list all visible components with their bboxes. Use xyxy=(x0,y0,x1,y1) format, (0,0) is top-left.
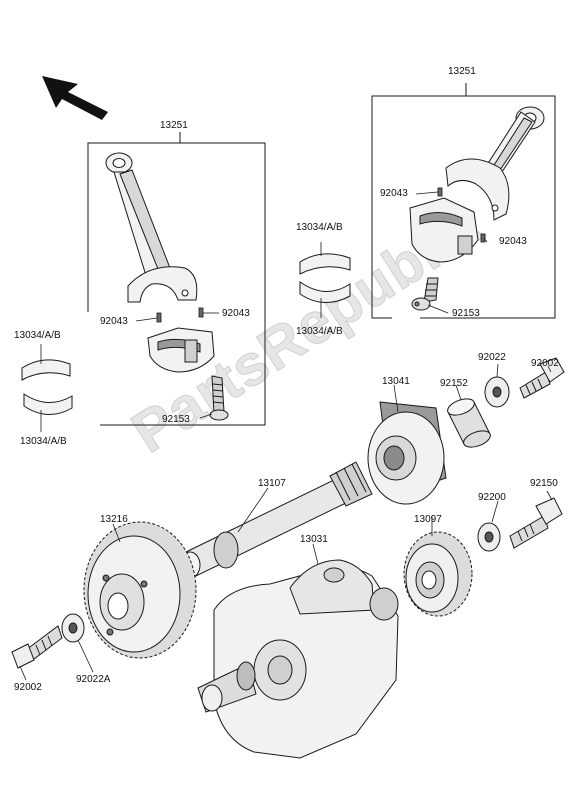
label-gear-right: 13097 xyxy=(414,514,442,525)
gear-13216 xyxy=(83,521,197,659)
label-washer-top: 92022 xyxy=(478,352,506,363)
bushing-92152 xyxy=(447,398,491,448)
label-washer-bottom-left: 92022A xyxy=(76,674,111,685)
bolt-92002-top xyxy=(519,357,565,399)
rod-cap-left xyxy=(147,327,215,373)
label-bearing-left-bottom: 13034/A/B xyxy=(20,436,67,447)
washer-92200 xyxy=(477,522,501,552)
leader-lines xyxy=(19,191,553,681)
rod-cap-right xyxy=(409,197,479,263)
label-rod-group-right: 13251 xyxy=(448,66,476,77)
bearing-shells-middle xyxy=(299,253,351,303)
label-bushing: 92152 xyxy=(440,378,468,389)
label-gear-left: 13216 xyxy=(100,514,128,525)
label-pin-right-b: 92043 xyxy=(499,236,527,247)
rod-group-right-box xyxy=(371,83,556,319)
label-bolt-top-right: 92002 xyxy=(531,358,559,369)
label-pin-left-b: 92043 xyxy=(222,308,250,319)
label-bearing-left-top: 13034/A/B xyxy=(14,330,61,341)
front-direction-arrow-icon xyxy=(42,76,108,120)
label-bearing-mid-top: 13034/A/B xyxy=(296,222,343,233)
label-bolt-bottom-left: 92002 xyxy=(14,682,42,693)
label-washer-right: 92200 xyxy=(478,492,506,503)
label-rotor: 13041 xyxy=(382,376,410,387)
dowel-pins-left xyxy=(156,307,204,323)
label-pin-left-a: 92043 xyxy=(100,316,128,327)
label-crankshaft: 13031 xyxy=(300,534,328,545)
cap-bolt-right xyxy=(411,277,439,311)
gear-13097 xyxy=(403,531,473,617)
crankshaft-13031 xyxy=(197,559,399,759)
label-bolt-right: 92153 xyxy=(452,308,480,319)
rotor-13041 xyxy=(367,401,447,505)
bearing-shells-left xyxy=(21,359,73,415)
connecting-rod-right xyxy=(445,106,545,221)
washer-92022A xyxy=(61,613,85,643)
label-bolt-left: 92153 xyxy=(162,414,190,425)
bolt-92002-bottom xyxy=(11,625,63,669)
bolt-92150 xyxy=(509,497,563,549)
connecting-rod-left xyxy=(105,152,198,303)
label-rod-group-left: 13251 xyxy=(160,120,188,131)
label-bolt-right-lower: 92150 xyxy=(530,478,558,489)
label-shaft: 13107 xyxy=(258,478,286,489)
washer-92022 xyxy=(484,376,510,408)
label-pin-right-a: 92043 xyxy=(380,188,408,199)
rod-group-left-box xyxy=(87,132,266,426)
cap-bolt-left xyxy=(209,375,229,421)
label-bearing-mid-bottom: 13034/A/B xyxy=(296,326,343,337)
